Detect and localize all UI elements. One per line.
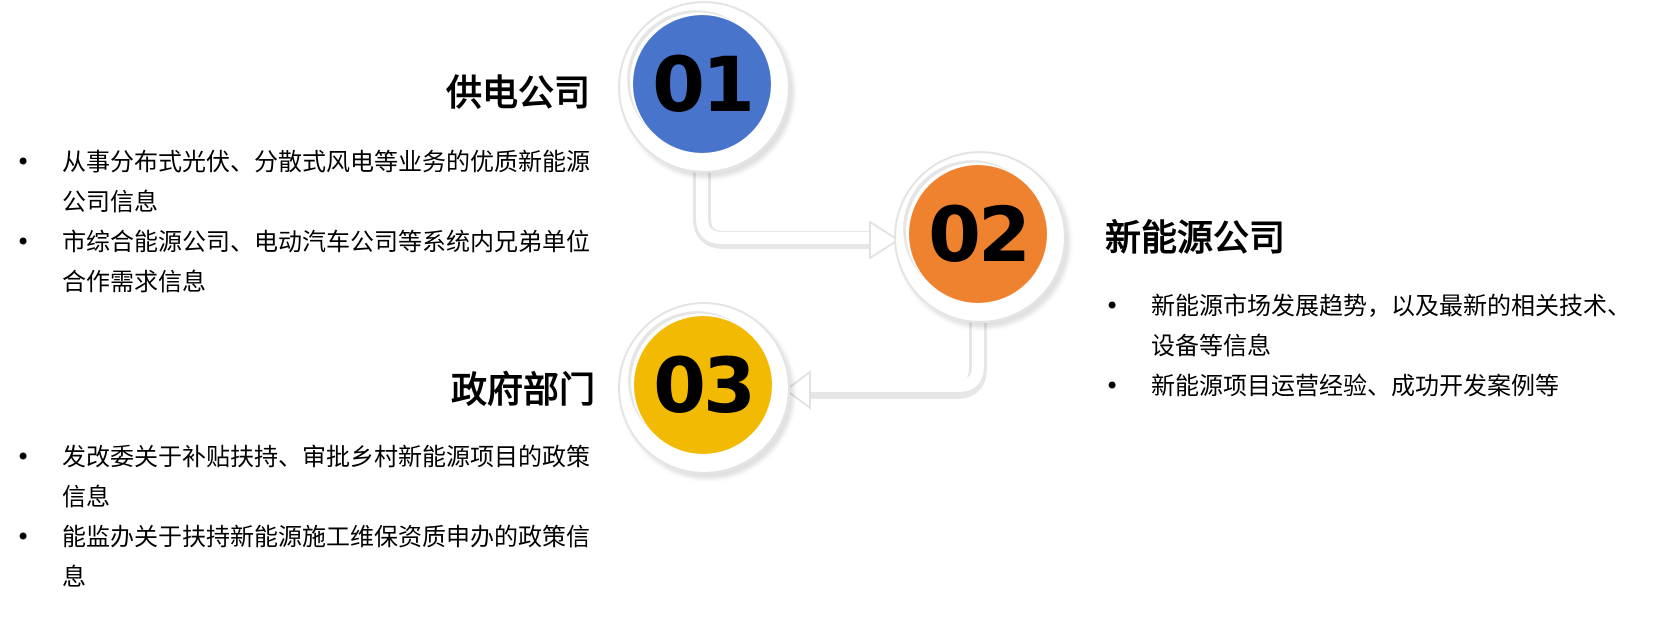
list-item-text: 新能源市场发展趋势，以及最新的相关技术、设备等信息	[1151, 292, 1631, 360]
list-government-department: • 发改委关于补贴扶持、审批乡村新能源项目的政策信息 • 能监办关于扶持新能源施工维…	[16, 437, 596, 597]
list-item-text: 能监办关于扶持新能源施工维保资质申办的政策信息	[62, 523, 590, 591]
bullet-icon: •	[16, 148, 31, 176]
list-item-text: 新能源项目运营经验、成功开发案例等	[1151, 372, 1559, 400]
list-item: • 市综合能源公司、电动汽车公司等系统内兄弟单位合作需求信息	[16, 222, 596, 302]
list-item: • 能监办关于扶持新能源施工维保资质申办的政策信息	[16, 517, 596, 597]
bullet-icon: •	[1105, 372, 1120, 400]
list-item-text: 从事分布式光伏、分散式风电等业务的优质新能源公司信息	[62, 148, 590, 216]
step-number-03: 03	[653, 340, 756, 430]
circle-03	[618, 302, 790, 474]
circle-02	[894, 151, 1066, 323]
arrow-01-to-02	[693, 160, 900, 260]
list-power-supply-company: • 从事分布式光伏、分散式风电等业务的优质新能源公司信息 • 市综合能源公司、电动汽…	[16, 142, 596, 302]
bullet-icon: •	[1105, 292, 1120, 320]
list-item-text: 发改委关于补贴扶持、审批乡村新能源项目的政策信息	[62, 443, 590, 511]
title-government-department: 政府部门	[450, 370, 595, 411]
bullet-icon: •	[16, 523, 31, 551]
list-item-text: 市综合能源公司、电动汽车公司等系统内兄弟单位合作需求信息	[62, 228, 590, 296]
step-number-01: 01	[652, 39, 755, 129]
list-item: • 发改委关于补贴扶持、审批乡村新能源项目的政策信息	[16, 437, 596, 517]
list-item: • 从事分布式光伏、分散式风电等业务的优质新能源公司信息	[16, 142, 596, 222]
list-item: • 新能源项目运营经验、成功开发案例等	[1105, 366, 1645, 406]
bullet-icon: •	[16, 443, 31, 471]
circle-01	[618, 1, 790, 173]
bullet-icon: •	[16, 228, 31, 256]
list-new-energy-company: • 新能源市场发展趋势，以及最新的相关技术、设备等信息 • 新能源项目运营经验、成功…	[1105, 286, 1645, 406]
list-item: • 新能源市场发展趋势，以及最新的相关技术、设备等信息	[1105, 286, 1645, 366]
arrow-02-to-03	[784, 310, 987, 410]
title-new-energy-company: 新能源公司	[1105, 218, 1286, 259]
title-power-supply-company: 供电公司	[445, 73, 590, 114]
step-number-02: 02	[928, 189, 1031, 279]
